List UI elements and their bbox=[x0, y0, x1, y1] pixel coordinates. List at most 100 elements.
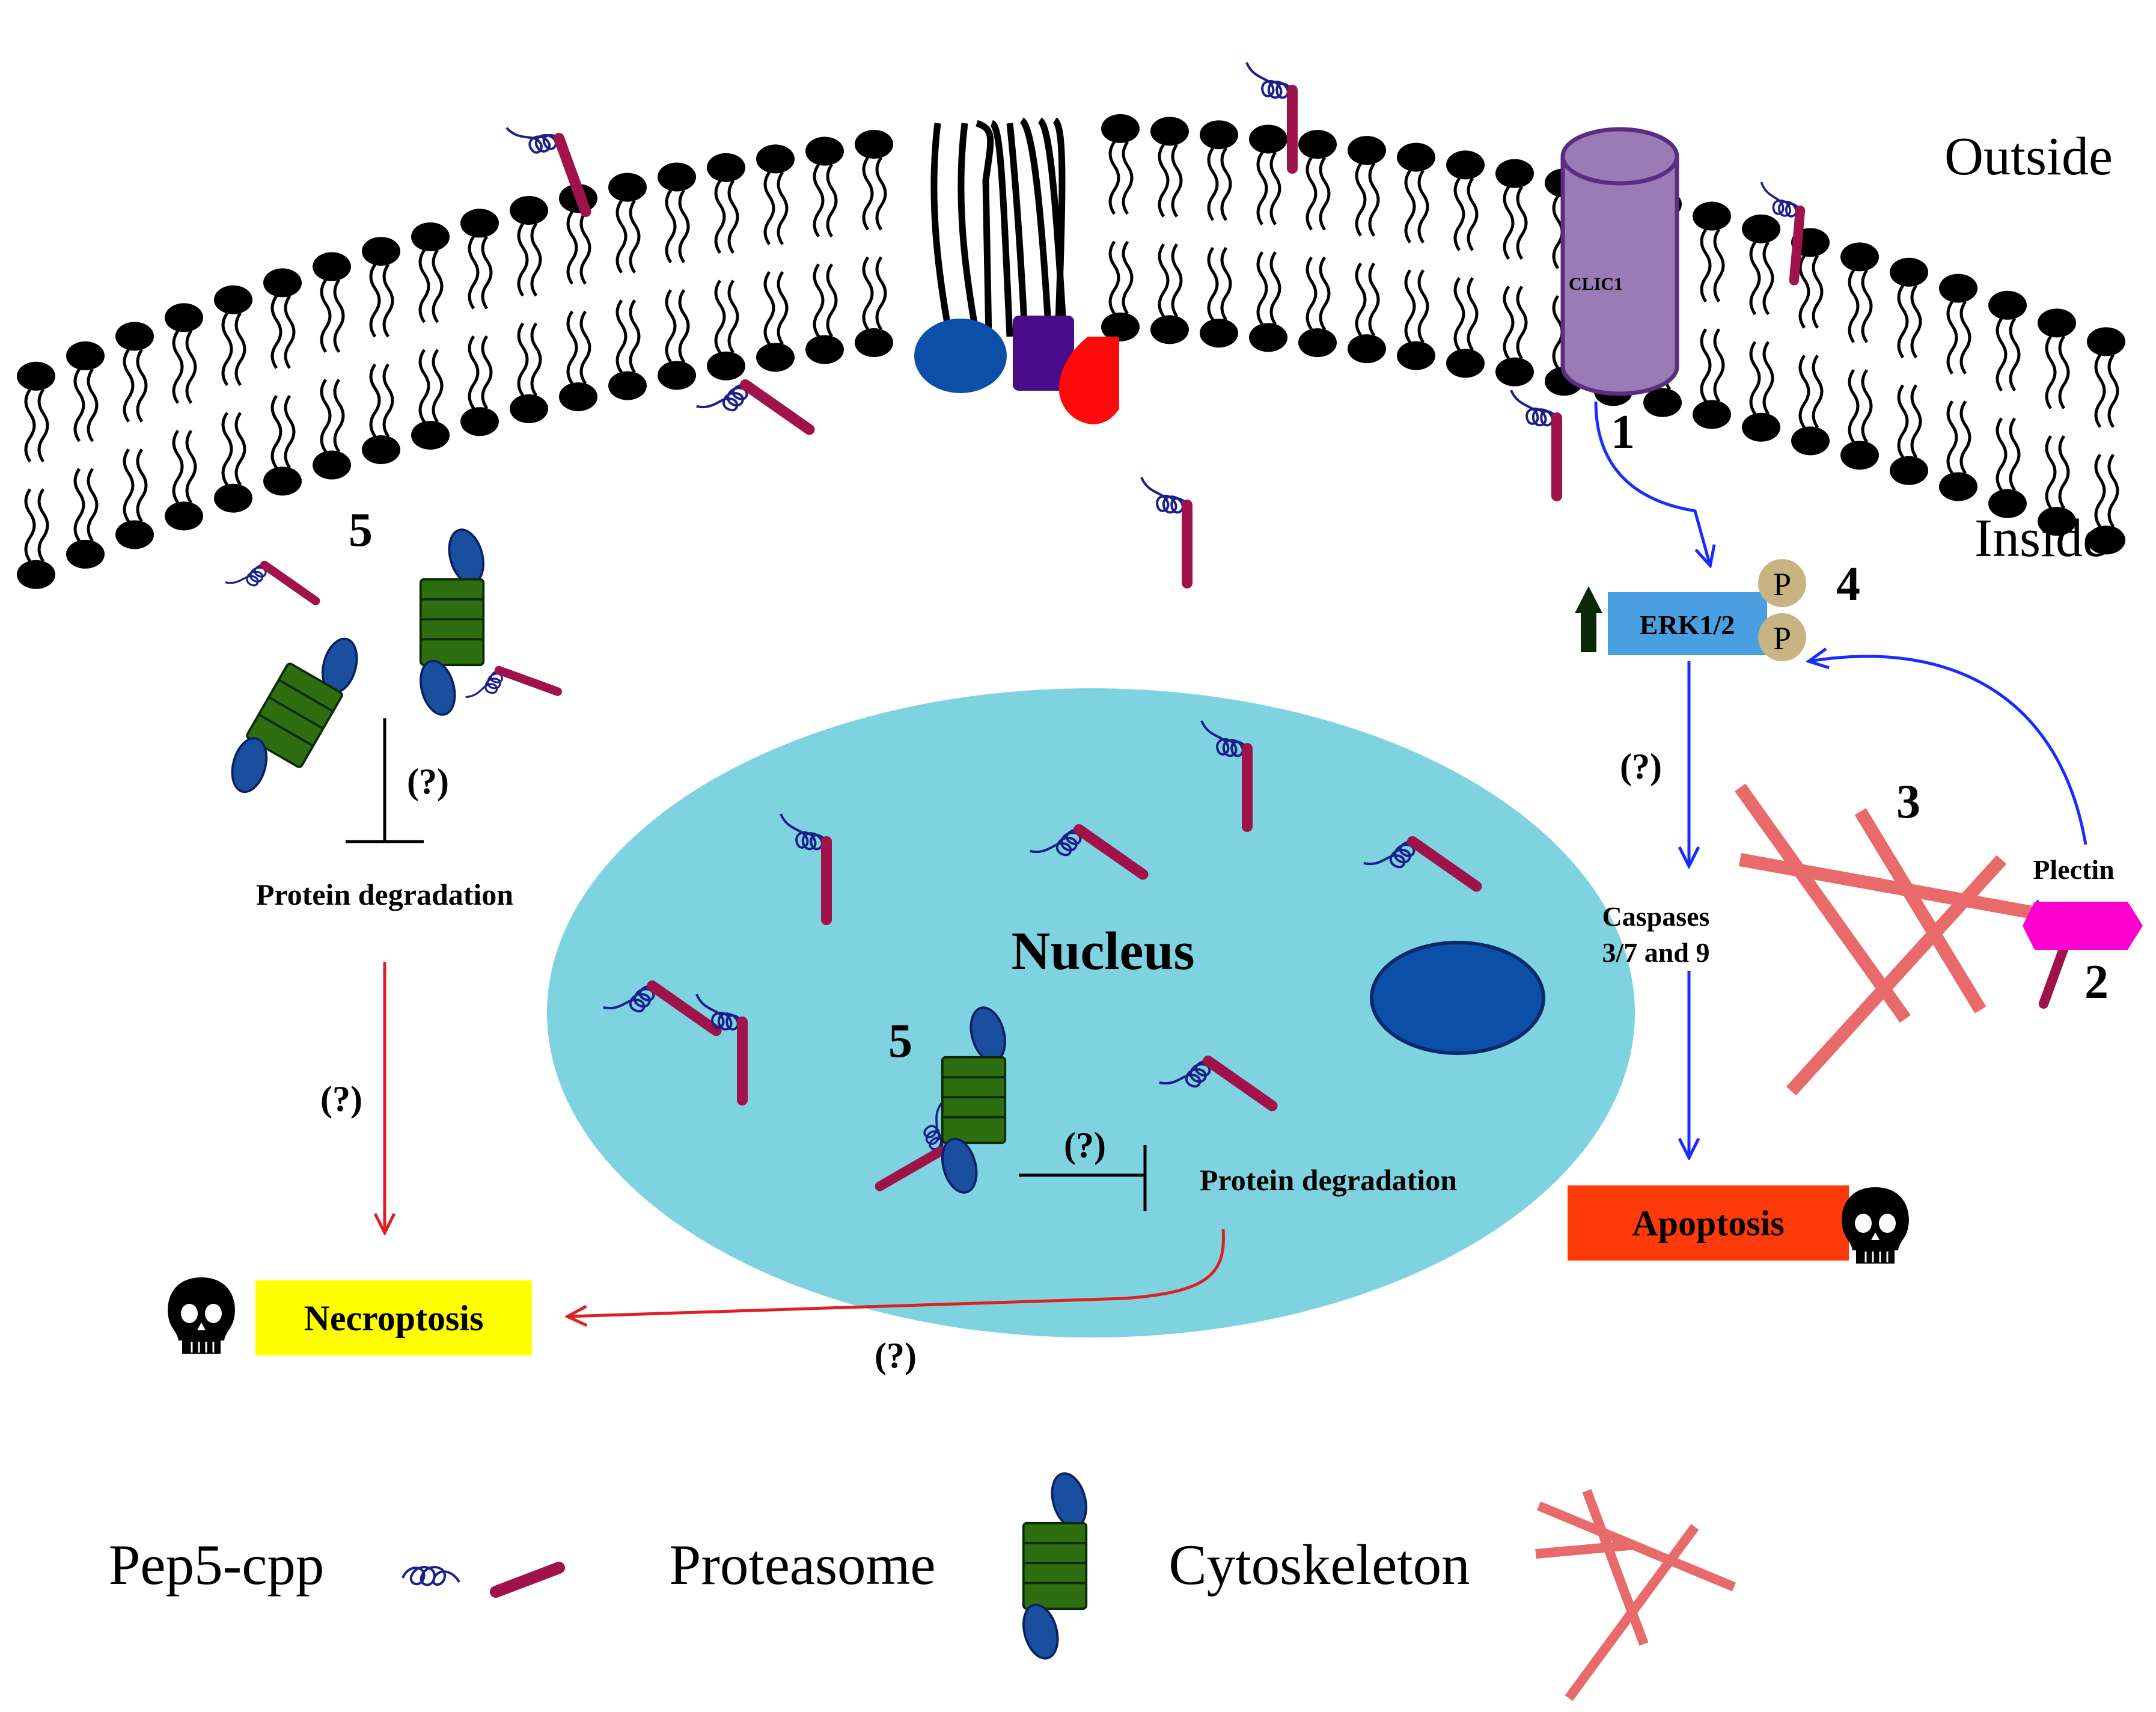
skull-icon bbox=[1842, 1187, 1909, 1264]
lipid-tail bbox=[566, 310, 578, 385]
lipid-tail bbox=[875, 156, 887, 231]
lipid-tail bbox=[1171, 143, 1183, 218]
lipid-head bbox=[1693, 400, 1731, 429]
lipid-tail bbox=[1171, 243, 1183, 317]
lipid-tail bbox=[1467, 277, 1479, 351]
pep5-cpp bbox=[696, 379, 815, 435]
lipid-head bbox=[1742, 412, 1780, 442]
lipid-tail bbox=[1108, 240, 1120, 315]
inhibition-cyto bbox=[346, 718, 424, 843]
lipid-tail bbox=[382, 263, 394, 338]
lipid-tail bbox=[1368, 162, 1380, 237]
transmembrane-receptor bbox=[930, 117, 1067, 337]
lipid-tail bbox=[73, 468, 85, 542]
lipid-tail bbox=[1417, 269, 1429, 344]
lipid-tail bbox=[1256, 151, 1268, 225]
lipid-head bbox=[1495, 159, 1534, 188]
lipid-tail bbox=[37, 388, 49, 463]
inside-label: Inside bbox=[1974, 509, 2107, 568]
lipid-tail bbox=[1848, 269, 1860, 343]
apoptosis-box bbox=[1568, 1185, 1849, 1261]
lipid-tail bbox=[1503, 186, 1515, 260]
lipid-tail bbox=[320, 379, 332, 453]
outside-label: Outside bbox=[1944, 127, 2113, 186]
lipid-head bbox=[510, 195, 548, 225]
protein-degradation-cyto: Protein degradation bbox=[256, 878, 513, 911]
lipid-tail bbox=[777, 271, 789, 345]
lipid-tail bbox=[369, 363, 381, 438]
proteasome bbox=[941, 1006, 1007, 1194]
lipid-head bbox=[1150, 117, 1189, 146]
erk-box bbox=[1608, 592, 1767, 655]
lipid-tail bbox=[615, 299, 628, 374]
pep5-cpp bbox=[1510, 390, 1562, 501]
lipid-tail bbox=[1306, 156, 1318, 231]
lipid-tail bbox=[1108, 141, 1120, 215]
lipid-tail bbox=[172, 329, 184, 404]
lipid-tail bbox=[2045, 335, 2057, 409]
lipid-tail bbox=[1355, 262, 1367, 337]
lipid-tail bbox=[382, 363, 394, 438]
lipid-tail bbox=[432, 249, 444, 323]
lipid-head bbox=[115, 322, 154, 351]
lipid-tail bbox=[1959, 301, 1971, 375]
step-number-4: 4 bbox=[1836, 558, 1860, 611]
phospho-top-label: P bbox=[1773, 566, 1791, 602]
lipid-head bbox=[1101, 114, 1140, 143]
nucleus-label: Nucleus bbox=[1011, 922, 1194, 981]
lipid-head bbox=[1890, 456, 1928, 485]
legend-proteasome-icon bbox=[1022, 1472, 1088, 1660]
lipid-head bbox=[1397, 142, 1435, 172]
lipid-tail bbox=[1122, 141, 1134, 215]
lipid-tail bbox=[1467, 177, 1479, 251]
lipid-head bbox=[805, 335, 844, 364]
lipid-head bbox=[1840, 441, 1879, 470]
step-number-5-cyto: 5 bbox=[349, 504, 373, 557]
lipid-tail bbox=[2045, 435, 2057, 509]
pep5-cpp bbox=[780, 813, 832, 925]
lipid-tail bbox=[468, 235, 480, 310]
lipid-tail bbox=[629, 299, 641, 374]
lipid-tail bbox=[1220, 246, 1232, 321]
lipid-head bbox=[2087, 327, 2125, 356]
necroptosis-label: Necroptosis bbox=[304, 1298, 484, 1338]
lipid-tail bbox=[1996, 317, 2008, 392]
lipid-tail bbox=[1946, 301, 1958, 375]
lipid-tail bbox=[1453, 177, 1465, 251]
lipid-tail bbox=[813, 263, 825, 337]
lipid-tail bbox=[2058, 435, 2070, 509]
lipid-head bbox=[756, 144, 795, 174]
lipid-head bbox=[805, 136, 844, 166]
lipid-tail bbox=[87, 368, 99, 442]
step-number-1: 1 bbox=[1611, 406, 1635, 459]
lipid-head bbox=[1890, 257, 1928, 287]
lipid-tail bbox=[87, 468, 99, 542]
cytoskeleton-filaments bbox=[1735, 783, 2057, 1096]
lipid-head bbox=[707, 153, 745, 182]
lipid-head bbox=[559, 382, 597, 412]
caspases-label-line2: 3/7 and 9 bbox=[1602, 937, 1710, 968]
proteasomes bbox=[231, 528, 1088, 1660]
lipid-tail bbox=[1861, 368, 1873, 443]
lipid-tail bbox=[270, 394, 282, 469]
erk-label: ERK1/2 bbox=[1640, 610, 1735, 640]
pep5-cpp bbox=[505, 127, 591, 218]
necroptosis-box bbox=[255, 1280, 532, 1356]
lipid-head bbox=[214, 483, 252, 513]
lipid-tail bbox=[2094, 453, 2106, 528]
phospho-bottom bbox=[1758, 613, 1806, 661]
lipid-head bbox=[658, 361, 696, 390]
nucleus bbox=[547, 688, 1635, 1338]
step-number-2: 2 bbox=[2084, 956, 2109, 1009]
lipid-tail bbox=[2094, 353, 2106, 428]
lipid-tail bbox=[1122, 240, 1134, 315]
lipid-tail bbox=[1749, 341, 1761, 415]
proteasome bbox=[231, 637, 358, 793]
lipid-head bbox=[756, 343, 795, 372]
lipid-head bbox=[1791, 426, 1830, 456]
lipid-head bbox=[855, 328, 893, 357]
receptor-red-subunit bbox=[1058, 337, 1119, 424]
lipid-head bbox=[1298, 130, 1337, 159]
lipid-tail bbox=[1207, 147, 1219, 221]
lipid-head bbox=[2038, 308, 2076, 338]
